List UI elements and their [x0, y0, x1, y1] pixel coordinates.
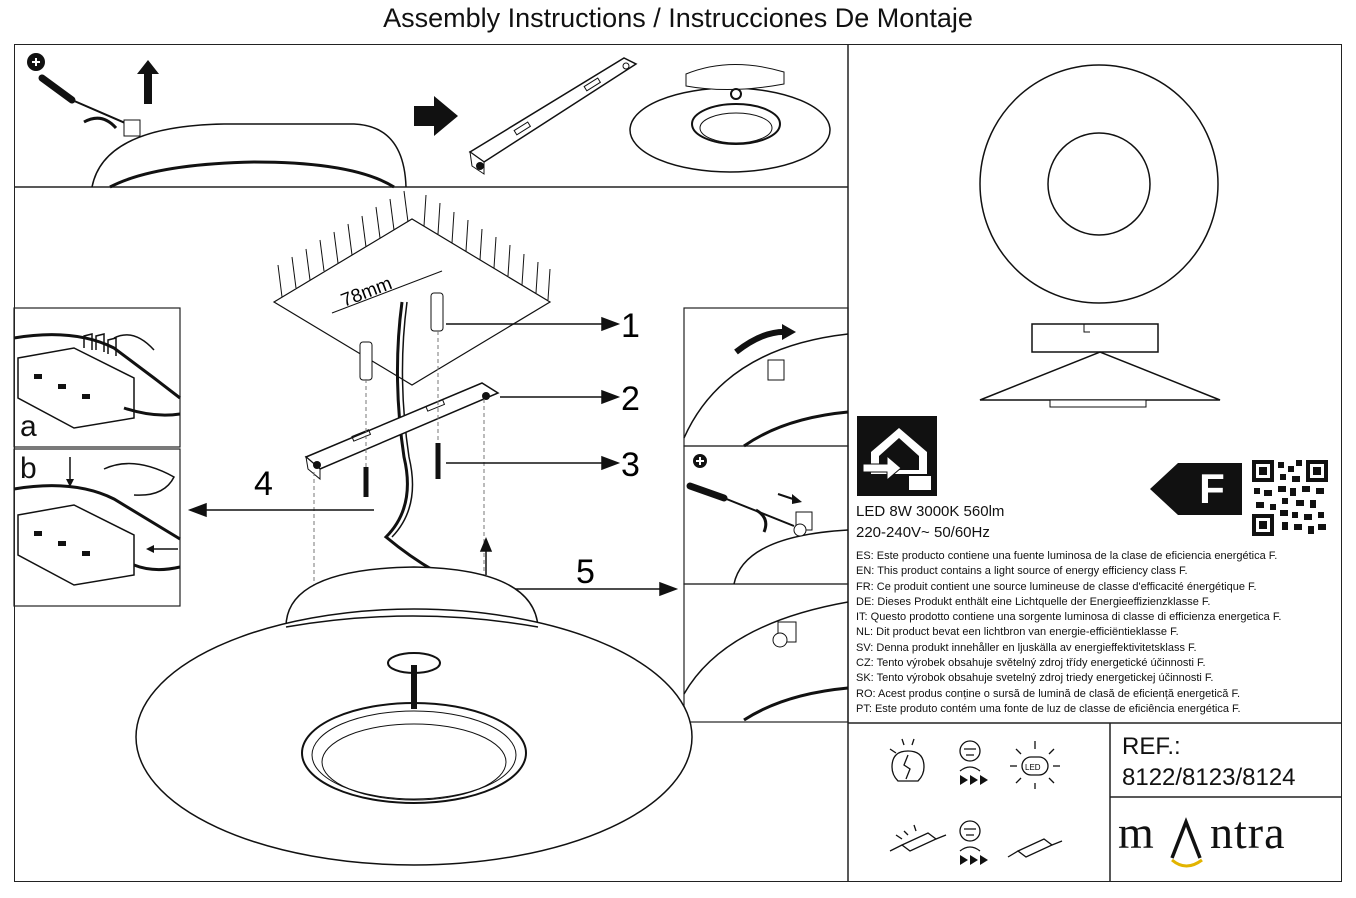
led-replacement-icons: LED	[889, 738, 1063, 865]
connector-a-illustration	[13, 333, 181, 429]
energy-statement-sk: SK: Tento výrobok obsahuje svetelný zdro…	[856, 672, 1214, 685]
step-number-2: 2	[621, 380, 640, 418]
connector-b-illustration	[13, 457, 181, 586]
removal-step-illustration	[27, 53, 831, 189]
energy-statement-en: EN: This product contains a light source…	[856, 565, 1188, 578]
reference-label: REF.:	[1122, 733, 1181, 760]
energy-statement-sv: SV: Denna produkt innehåller en ljuskäll…	[856, 641, 1197, 654]
energy-statement-nl: NL: Dit product bevat een lichtbron van …	[856, 626, 1179, 639]
step-number-5: 5	[576, 553, 595, 591]
energy-class-letter: F	[1199, 465, 1225, 512]
energy-statement-fr: FR: Ce produit contient une source lumin…	[856, 580, 1257, 593]
energy-statement-it: IT: Questo prodotto contiene una sorgent…	[856, 611, 1282, 624]
energy-statements: ES: Este producto contiene una fuente lu…	[856, 549, 1281, 717]
connector-b-label: b	[20, 452, 37, 485]
energy-statement-pt: PT: Este produto contém uma fonte de luz…	[856, 702, 1241, 715]
step-number-1: 1	[621, 307, 640, 345]
reference-codes: 8122/8123/8124	[1122, 764, 1296, 791]
page-title: Assembly Instructions / Instrucciones De…	[383, 3, 973, 33]
energy-class-arrow	[1150, 463, 1242, 515]
brand-logo-ntra: ntra	[1210, 807, 1286, 858]
brand-logo-mark	[1170, 817, 1203, 868]
energy-statement-ro: RO: Acest produs conține o sursă de lumi…	[856, 687, 1240, 700]
brand-logo-m: m	[1118, 807, 1155, 858]
product-spec-voltage: 220-240V~ 50/60Hz	[856, 524, 990, 541]
brand-logo: m ntra	[1114, 806, 1340, 876]
energy-statement-es: ES: Este producto contiene una fuente lu…	[856, 550, 1278, 562]
step-number-3: 3	[621, 446, 640, 484]
assembly-illustration: 78mm 1 2 3 4 5	[135, 190, 693, 866]
detail-screw-illustration	[686, 454, 849, 585]
product-views	[979, 64, 1221, 408]
connector-a-label: a	[20, 410, 37, 443]
detail-fixed-illustration	[683, 601, 849, 722]
detail-hook-illustration	[683, 324, 849, 448]
step-number-4: 4	[254, 465, 273, 503]
qr-code-icon	[1252, 460, 1328, 536]
indoor-use-icon	[857, 416, 937, 496]
product-spec-power: LED 8W 3000K 560lm	[856, 503, 1005, 520]
led-icon-label: LED	[1025, 763, 1041, 772]
energy-statement-cz: CZ: Tento výrobek obsahuje světelný zdro…	[856, 657, 1206, 670]
energy-statement-de: DE: Dieses Produkt enthält eine Lichtque…	[856, 595, 1211, 608]
